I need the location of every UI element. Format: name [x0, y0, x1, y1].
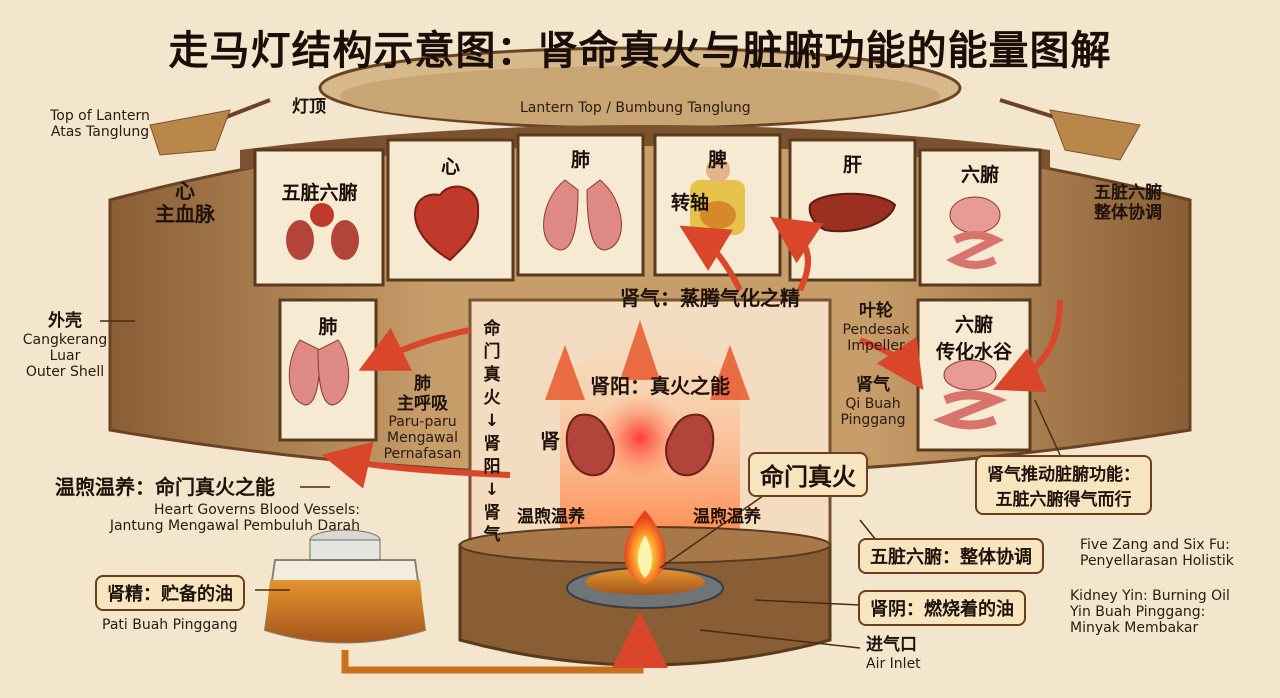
outer-shell-label: 外壳 Cangkerang Luar Outer Shell [10, 311, 120, 380]
upward-heat-arrows [545, 320, 750, 400]
coordination-label: 五脏六腑 整体协调 [1078, 183, 1178, 223]
coord-l1: 五脏六腑 [1094, 183, 1162, 203]
v8: 肾 [483, 502, 501, 523]
fei-breath-label: 肺 主呼吸 Paru-paru Mengawal Pernafasan [375, 374, 470, 463]
v2: 真 [483, 364, 501, 385]
heart-ms: Jantung Mengawal Pembuluh Darah [109, 518, 360, 535]
heart-icon [414, 185, 480, 262]
shell-en: Outer Shell [25, 363, 105, 380]
bumbung-label: Lantern Top / Bumbung Tanglung [520, 100, 751, 116]
mingmen-vertical: 命 门 真 火 ↓ 肾 阳 ↓ 肾 气 [477, 318, 507, 547]
v3: 火 [483, 387, 501, 408]
lantern-top-en: Top of Lantern [50, 108, 150, 124]
panel-fei-side: 肺 [318, 316, 338, 338]
shell-ms2: Luar [49, 347, 81, 364]
impeller-label: 叶轮 Pendesak Impeller [836, 301, 916, 354]
impeller-ms2: Impeller [847, 337, 905, 354]
heart-en: Heart Governs Blood Vessels: [153, 502, 360, 518]
impeller-cn: 叶轮 [859, 301, 893, 321]
panel-gan: 肝 [842, 154, 862, 176]
xin-l2: 主血脉 [155, 202, 215, 226]
v6: 阳 [483, 456, 501, 477]
kidney-yin-box: 肾阴：燃烧着的油 [858, 590, 1026, 626]
panel-liufu-side: 六腑 传化水谷 [918, 310, 1030, 364]
tassel-left-icon [149, 98, 271, 156]
panel-xin: 心 [440, 156, 460, 178]
oil-jar-icon [263, 529, 427, 644]
xin-l1: 心 [175, 179, 195, 203]
fei-ms1: Paru-paru [388, 414, 457, 431]
yin-ms2: Minyak Membakar [1070, 620, 1199, 637]
heart-governs-label: Heart Governs Blood Vessels: Jantung Men… [110, 502, 360, 534]
kidney-drive-box: 肾气推动脏腑功能： 五脏六腑得气而行 [975, 455, 1152, 515]
warm-inner-right: 温煦温养 [693, 507, 761, 527]
v1: 门 [483, 341, 501, 362]
holistic-text: Five Zang and Six Fu: Penyellarasan Holi… [1080, 537, 1234, 569]
drive-l2: 五脏六腑得气而行 [995, 490, 1132, 510]
air-en: Air Inlet [866, 655, 921, 672]
panel-pi: 脾 [707, 149, 727, 171]
flame-icon [624, 510, 666, 585]
v9: 气 [483, 525, 501, 546]
air-inlet-label: 进气口 Air Inlet [866, 635, 921, 672]
tassel-right-icon [999, 98, 1141, 161]
shell-cn: 外壳 [48, 311, 82, 331]
lantern-top-ms: Atas Tanglung [50, 124, 150, 141]
yin-en: Kidney Yin: Burning Oil [1070, 588, 1230, 604]
yang-label: 肾阳：真火之能 [590, 374, 730, 398]
warm-left-label: 温煦温养：命门真火之能 [55, 475, 275, 499]
kidneys-icon [565, 413, 715, 477]
v5: 肾 [483, 433, 501, 454]
shell-ms1: Cangkerang [22, 331, 108, 348]
lungs-small-icon [288, 339, 350, 406]
holistic-ms: Penyellarasan Holistik [1080, 553, 1234, 570]
xin-label: 心 主血脉 [140, 180, 230, 226]
lungs-icon [543, 179, 622, 251]
shenqi-ms1: Qi Buah [845, 395, 901, 412]
panel-zhuanzhou: 转轴 [670, 192, 709, 214]
panel-fei: 肺 [570, 149, 590, 171]
holistic-en: Five Zang and Six Fu: [1080, 537, 1230, 553]
v0: 命 [483, 319, 501, 339]
page-title: 走马灯结构示意图：肾命真火与脏腑功能的能量图解 [168, 28, 1112, 74]
coord-l2: 整体协调 [1094, 202, 1162, 223]
mingmen-fire-box: 命门真火 [748, 452, 868, 497]
v4: ↓ [484, 410, 500, 431]
drive-l1: 肾气推动脏腑功能： [987, 465, 1140, 485]
lantern-top-cn: 灯顶 [292, 97, 326, 117]
shenqi-ms2: Pinggang [840, 411, 906, 428]
impeller-ms1: Pendesak [842, 321, 910, 338]
kidney-glow [595, 393, 685, 483]
fei-l2: 主呼吸 [397, 393, 448, 414]
lantern-top-label: Top of Lantern Atas Tanglung [40, 108, 160, 140]
pointer-lines [100, 320, 1061, 649]
oil-feed-pipe [341, 612, 668, 674]
warm-inner-left: 温煦温养 [517, 507, 585, 527]
v7: ↓ [484, 479, 500, 500]
shenqi-label: 肾气 Qi Buah Pinggang [833, 375, 913, 428]
fei-ms3: Pernafasan [383, 446, 462, 463]
panel-liufu: 六腑 [960, 164, 999, 186]
panel-liufu-side-l1: 六腑 [954, 314, 993, 336]
holistic-box: 五脏六腑：整体协调 [858, 538, 1044, 574]
spleen-figure-icon [690, 158, 745, 235]
shenqi-cn: 肾气 [856, 375, 890, 395]
kidney-essence-box: 肾精：贮备的油 [95, 575, 245, 611]
fei-l1: 肺 [414, 374, 431, 394]
energy-arrows [321, 216, 1063, 489]
yin-ms1: Yin Buah Pinggang: [1070, 604, 1206, 621]
panel-wuzang: 五脏六腑 [281, 182, 358, 204]
kidney-essence-ms: Pati Buah Pinggang [102, 617, 238, 633]
kidney-pair-icon [286, 203, 359, 260]
panel-liufu-side-l2: 传化水谷 [935, 341, 1012, 363]
fei-ms2: Mengawal [387, 430, 458, 447]
steam-label: 肾气：蒸腾气化之精 [620, 286, 800, 310]
air-cn: 进气口 [866, 635, 917, 655]
shen-label: 肾 [540, 429, 560, 453]
kidney-yin-text: Kidney Yin: Burning Oil Yin Buah Pinggan… [1070, 588, 1230, 636]
stomach-intestine-icon [932, 359, 1008, 430]
intestine-icon [946, 196, 1004, 269]
